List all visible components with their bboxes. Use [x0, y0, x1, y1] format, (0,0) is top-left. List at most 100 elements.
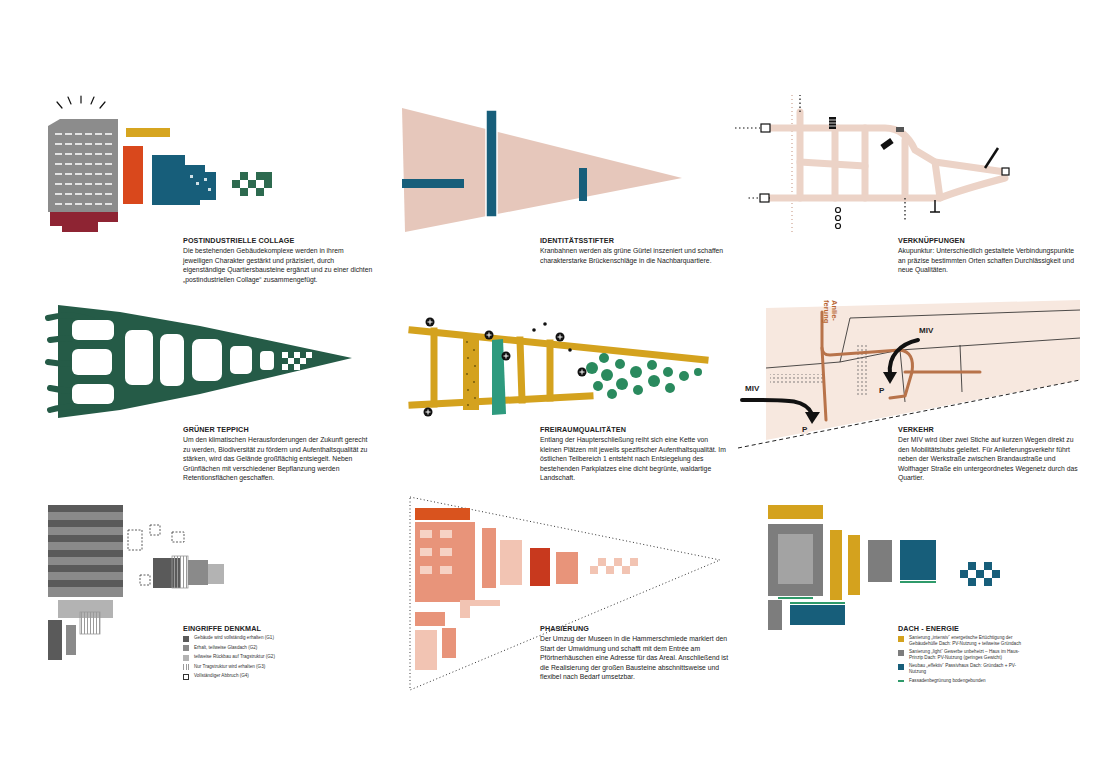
connection-network-part	[896, 127, 904, 132]
collage-plan-part-part	[256, 172, 264, 180]
legend-text: Vollständiger Abbruch (G4)	[194, 673, 249, 679]
green-carpet-plan-part-part	[160, 334, 184, 386]
green-carpet-plan-part-part	[294, 352, 300, 358]
phasing-plan-part-part	[420, 530, 432, 538]
phasing-plan-part-part	[598, 558, 606, 566]
traffic-plan-part	[770, 374, 825, 384]
open-space-plan-part-part	[633, 385, 643, 395]
open-space-plan-part-part	[474, 365, 476, 367]
connection-network-part	[985, 148, 998, 168]
open-space-plan-part-part	[466, 373, 468, 375]
collage-plan-part-part	[91, 97, 94, 104]
panel-heading: DACH - ENERGIE	[898, 624, 1083, 633]
open-space-plan-part-part	[466, 341, 468, 343]
heritage-plan-part-part	[48, 535, 123, 542]
open-space-plan-part-part	[615, 359, 625, 369]
open-space-plan-part-part	[431, 331, 438, 404]
green-carpet-plan-part-part	[300, 358, 306, 364]
open-space-plan-part-part	[556, 333, 565, 342]
heritage-plan-part	[172, 556, 188, 588]
open-space-plan-part	[492, 339, 506, 415]
roof-energy-plan-part	[768, 505, 823, 519]
phasing-plan-part	[556, 552, 578, 584]
green-carpet-plan-part	[72, 320, 312, 404]
open-space-plan-part-part	[593, 381, 603, 391]
open-space-plan-part-part	[679, 371, 689, 381]
heritage-plan-part	[48, 620, 62, 660]
connection-network-part-part	[735, 127, 760, 128]
connection-network-part	[880, 138, 893, 150]
green-carpet-plan-part-part	[192, 339, 222, 381]
phasing-plan-part-part	[440, 530, 452, 538]
open-space-plan-part-part	[489, 333, 490, 338]
legend-entry: Gebäude wird vollständig erhalten (G1)	[183, 635, 298, 642]
open-space-plan-part-part	[543, 322, 547, 326]
heritage-plan-part	[48, 505, 123, 597]
legend-entry: Erhalt, teilweise Glasdach (G2)	[183, 645, 298, 652]
collage-plan-part-part	[57, 102, 62, 108]
green-carpet-plan-part-part	[50, 406, 92, 410]
panel-heading: FREIRAUMQUALITÄTEN	[540, 425, 730, 434]
crane-track-plan-part	[402, 108, 682, 232]
connection-network-part-part	[829, 120, 836, 121]
panel-text: Kranbahnen werden als grüne Gürtel insze…	[540, 246, 730, 265]
open-space-plan-part-part	[630, 366, 642, 378]
phasing-plan-part	[460, 600, 500, 618]
legend-swatch	[898, 650, 904, 656]
open-space-plan-part-part	[485, 331, 494, 340]
open-space-plan-part-part	[599, 353, 609, 363]
heritage-plan-part	[172, 532, 184, 542]
open-space-plan-part-part	[502, 352, 511, 361]
collage-plan-part-part	[55, 173, 112, 175]
green-carpet-plan-part-part	[294, 364, 300, 370]
legend-entry: Sanierung „light“ Gewerbe unbeheizt – Ha…	[898, 649, 1028, 660]
phasing-plan-part	[415, 522, 475, 602]
roof-energy-plan-part	[960, 562, 1000, 586]
phasing-plan-part-part	[420, 566, 432, 574]
heritage-plan-part	[140, 575, 150, 585]
phasing-plan-part	[415, 630, 437, 670]
phasing-plan-part-part	[440, 548, 452, 556]
open-space-plan-part-part	[568, 348, 572, 352]
traffic-plan-part	[766, 300, 1080, 440]
connection-network-part-part	[902, 140, 909, 198]
traffic-plan-part	[883, 372, 897, 384]
green-carpet-plan-part-part	[72, 384, 114, 404]
open-space-plan-part-part	[424, 408, 433, 417]
legend-text: Erhalt, teilweise Glasdach (G2)	[194, 645, 257, 651]
connection-network-part	[829, 120, 836, 126]
collage-plan-part-part	[204, 178, 207, 181]
phasing-plan-part	[530, 548, 550, 586]
legend-text: Nur Tragstruktur wird erhalten (G3)	[194, 664, 265, 670]
collage-plan-part-part	[55, 163, 112, 165]
legend-text: Neubau „effektiv“ Passivhaus Dach: Gründ…	[909, 663, 1028, 674]
legend-swatch	[898, 636, 904, 642]
open-space-plan-part	[424, 318, 587, 417]
open-space-plan-part	[426, 320, 585, 415]
open-space-plan-part-part	[467, 389, 469, 391]
parking-label: P	[801, 425, 808, 434]
panel-heading: EINGRIFFE DENKMAL	[183, 624, 373, 633]
roof-energy-plan-part-part	[960, 570, 968, 578]
phasing-plan-part-part	[440, 566, 452, 574]
collage-plan-part	[126, 128, 170, 137]
open-space-plan-part-part	[473, 381, 475, 383]
connection-network-part	[791, 95, 793, 235]
phasing-plan-part	[415, 508, 470, 520]
legend-text: Gebäude wird vollständig erhalten (G1)	[194, 635, 274, 641]
phasing-plan-part	[482, 528, 496, 588]
connection-network-part-part	[770, 178, 1005, 198]
open-space-plan-part-part	[560, 335, 561, 340]
green-carpet-plan	[48, 305, 352, 418]
open-space-plan-part	[586, 353, 702, 399]
legend-text: teilweise Rückbau auf Tragstruktur (G2)	[194, 654, 275, 660]
open-space-plan	[412, 318, 705, 417]
traffic-plan-part-part	[766, 338, 1080, 368]
traffic-plan-part	[822, 312, 980, 420]
connection-network-part	[1002, 168, 1009, 175]
legend: Gebäude wird vollständig erhalten (G1) Er…	[183, 635, 298, 680]
traffic-plan-part-part	[822, 348, 826, 420]
parking-label: P	[878, 386, 885, 395]
phasing-plan-part-part	[630, 558, 638, 566]
connection-network-part-part	[904, 198, 905, 222]
